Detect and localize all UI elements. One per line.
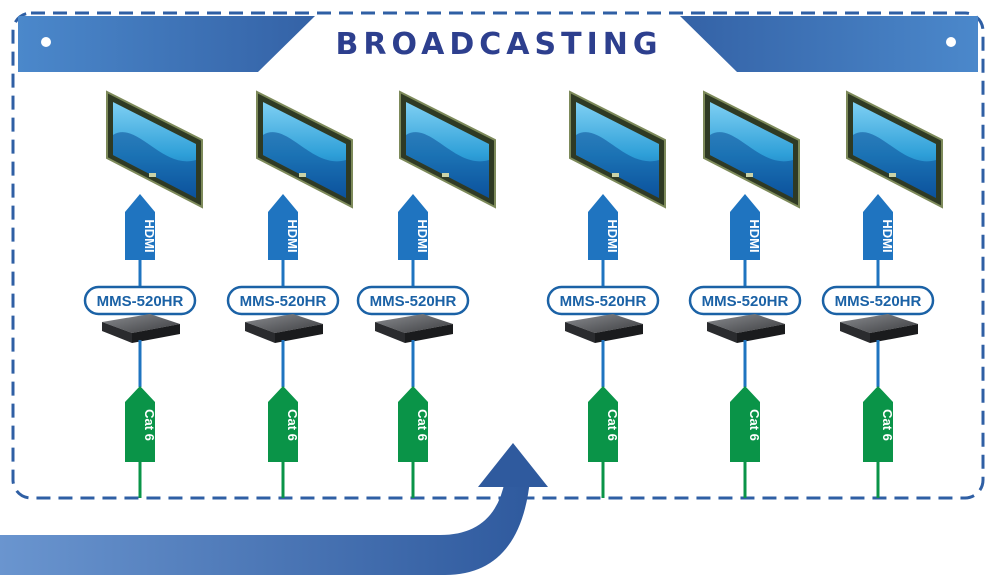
receiver-label: MMS-520HR bbox=[240, 293, 327, 310]
cat6-tag bbox=[268, 386, 298, 462]
receiver-box-icon bbox=[102, 314, 180, 343]
rivet-left-icon bbox=[41, 37, 51, 47]
cat6-label: Cat 6 bbox=[415, 409, 430, 441]
banner-right bbox=[680, 16, 978, 72]
cat6-label: Cat 6 bbox=[142, 409, 157, 441]
hdmi-tag bbox=[398, 194, 428, 260]
receiver-box-icon bbox=[565, 314, 643, 343]
display-tv-icon bbox=[569, 90, 666, 209]
display-tv-icon bbox=[106, 90, 203, 209]
display-tv-icon bbox=[703, 90, 800, 209]
hdmi-label: HDMI bbox=[605, 219, 620, 252]
hdmi-label: HDMI bbox=[880, 219, 895, 252]
receiver-column: HDMI MMS-520HR Cat 6 bbox=[688, 90, 802, 498]
receiver-label: MMS-520HR bbox=[835, 293, 922, 310]
cat6-label: Cat 6 bbox=[605, 409, 620, 441]
cat6-tag bbox=[588, 386, 618, 462]
hdmi-tag bbox=[863, 194, 893, 260]
receiver-label: MMS-520HR bbox=[560, 293, 647, 310]
hdmi-label: HDMI bbox=[285, 219, 300, 252]
broadcast-arrow-icon bbox=[0, 443, 548, 575]
receiver-label: MMS-520HR bbox=[97, 293, 184, 310]
page-title: BROADCASTING bbox=[336, 27, 663, 62]
receiver-column: HDMI MMS-520HR Cat 6 bbox=[821, 90, 943, 498]
rivet-right-icon bbox=[946, 37, 956, 47]
hdmi-label: HDMI bbox=[747, 219, 762, 252]
cat6-tag bbox=[398, 386, 428, 462]
cat6-tag bbox=[730, 386, 760, 462]
receiver-pill bbox=[546, 285, 660, 316]
receiver-column: HDMI MMS-520HR Cat 6 bbox=[546, 90, 666, 498]
cat6-label: Cat 6 bbox=[747, 409, 762, 441]
receiver-pill bbox=[226, 285, 340, 316]
hdmi-tag bbox=[588, 194, 618, 260]
cat6-label: Cat 6 bbox=[880, 409, 895, 441]
receiver-column: HDMI MMS-520HR Cat 6 bbox=[226, 90, 353, 498]
display-tv-icon bbox=[256, 90, 353, 209]
cat6-label: Cat 6 bbox=[285, 409, 300, 441]
dashed-frame bbox=[11, 11, 985, 500]
hdmi-label: HDMI bbox=[142, 219, 157, 252]
cat6-tag bbox=[863, 386, 893, 462]
hdmi-label: HDMI bbox=[415, 219, 430, 252]
receiver-label: MMS-520HR bbox=[370, 293, 457, 310]
receiver-box-icon bbox=[245, 314, 323, 343]
receiver-label: MMS-520HR bbox=[702, 293, 789, 310]
display-tv-icon bbox=[399, 90, 496, 209]
receiver-column: HDMI MMS-520HR Cat 6 bbox=[83, 90, 203, 498]
receiver-pill bbox=[688, 285, 802, 316]
banner-left bbox=[18, 16, 315, 72]
hdmi-tag bbox=[125, 194, 155, 260]
receiver-box-icon bbox=[375, 314, 453, 343]
hdmi-tag bbox=[730, 194, 760, 260]
receiver-pill bbox=[83, 285, 197, 316]
receiver-pill bbox=[821, 285, 935, 316]
receiver-pill bbox=[356, 285, 470, 316]
display-tv-icon bbox=[846, 90, 943, 209]
cat6-tag bbox=[125, 386, 155, 462]
hdmi-tag bbox=[268, 194, 298, 260]
receiver-column: HDMI MMS-520HR Cat 6 bbox=[356, 90, 496, 498]
receiver-box-icon bbox=[707, 314, 785, 343]
receiver-box-icon bbox=[840, 314, 918, 343]
